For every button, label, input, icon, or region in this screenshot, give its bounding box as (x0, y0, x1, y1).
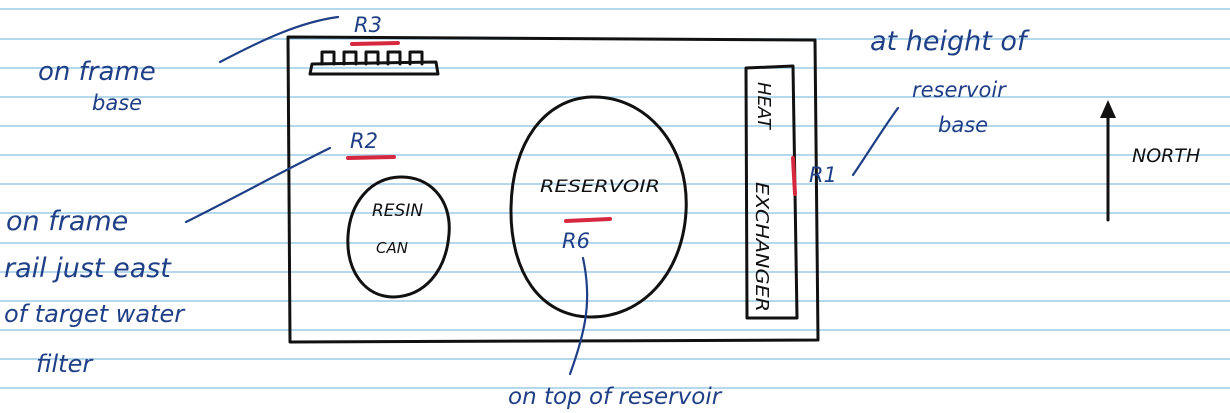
ruled-lines (0, 9, 1230, 388)
north-arrow-head (1100, 100, 1116, 118)
r1-note-line1: at height of (870, 26, 1030, 57)
r2-note-line3: of target water (4, 300, 186, 328)
reservoir-outline (511, 97, 686, 317)
r6-label: R6 (562, 229, 590, 253)
r1-marker (793, 158, 795, 194)
r1-note-line3: base (938, 113, 988, 137)
heat-exchanger-label-line1: HEAT (753, 82, 774, 131)
north-arrow (1100, 100, 1116, 220)
r3-note-line1: on frame (38, 57, 156, 87)
filter-bank (310, 52, 438, 74)
resin-can-label-line1: RESIN (372, 201, 423, 221)
r3-note-line2: base (92, 91, 142, 115)
r6-marker (566, 219, 610, 221)
r1-leader-line (853, 108, 898, 175)
r1-label: R1 (809, 163, 837, 187)
r2-note-line2: rail just east (4, 253, 172, 284)
r3-label: R3 (354, 13, 382, 37)
r3-marker (352, 43, 398, 44)
reservoir-label: RESERVOIR (540, 177, 660, 197)
r2-note-line1: on frame (6, 206, 128, 237)
r1-note-line2: reservoir (912, 78, 1007, 102)
r2-label: R2 (350, 129, 378, 153)
r6-note: on top of reservoir (508, 384, 723, 410)
north-label: NORTH (1132, 145, 1200, 167)
r2-note-line4: filter (36, 350, 94, 378)
r2-leader-line (186, 148, 330, 222)
resin-can-outline (348, 177, 449, 297)
resin-can-label-line2: CAN (376, 239, 408, 257)
heat-exchanger-label-line2: EXCHANGER (751, 182, 772, 312)
r2-marker (348, 157, 394, 158)
